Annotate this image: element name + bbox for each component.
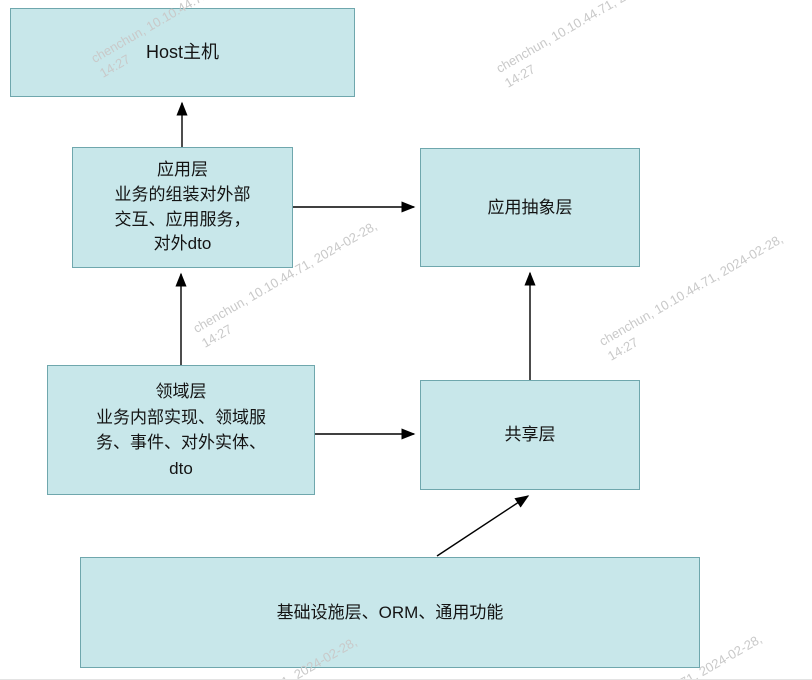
node-infrastructure-layer-label: 基础设施层、ORM、通用功能 — [276, 602, 504, 622]
node-infrastructure-layer: 基础设施层、ORM、通用功能 — [80, 557, 700, 668]
arrow-infrastructure-to-shared — [436, 495, 530, 557]
node-domain-layer: 领域层 业务内部实现、领域服 务、事件、对外实体、 dto — [47, 365, 315, 495]
node-domain-layer-title: 领域层 — [155, 382, 207, 401]
node-host-label: Host主机 — [145, 42, 219, 62]
node-domain-layer-line: dto — [169, 458, 193, 478]
node-application-layer-line: 交互、应用服务， — [114, 209, 251, 229]
node-domain-layer-line: 业务内部实现、领域服 — [96, 407, 266, 427]
node-shared-layer-label: 共享层 — [504, 425, 556, 445]
node-application-abstraction-layer: 应用抽象层 — [420, 148, 640, 267]
node-host: Host主机 — [10, 8, 355, 97]
node-domain-layer-line: 务、事件、对外实体、 — [96, 433, 266, 452]
node-application-layer: 应用层 业务的组装对外部 交互、应用服务， 对外dto — [72, 147, 293, 268]
node-application-abstraction-layer-label: 应用抽象层 — [487, 197, 573, 217]
node-application-layer-line: 对外dto — [153, 234, 212, 254]
node-application-layer-line: 业务的组装对外部 — [114, 184, 251, 204]
node-shared-layer: 共享层 — [420, 380, 640, 490]
node-application-layer-title: 应用层 — [157, 160, 208, 180]
